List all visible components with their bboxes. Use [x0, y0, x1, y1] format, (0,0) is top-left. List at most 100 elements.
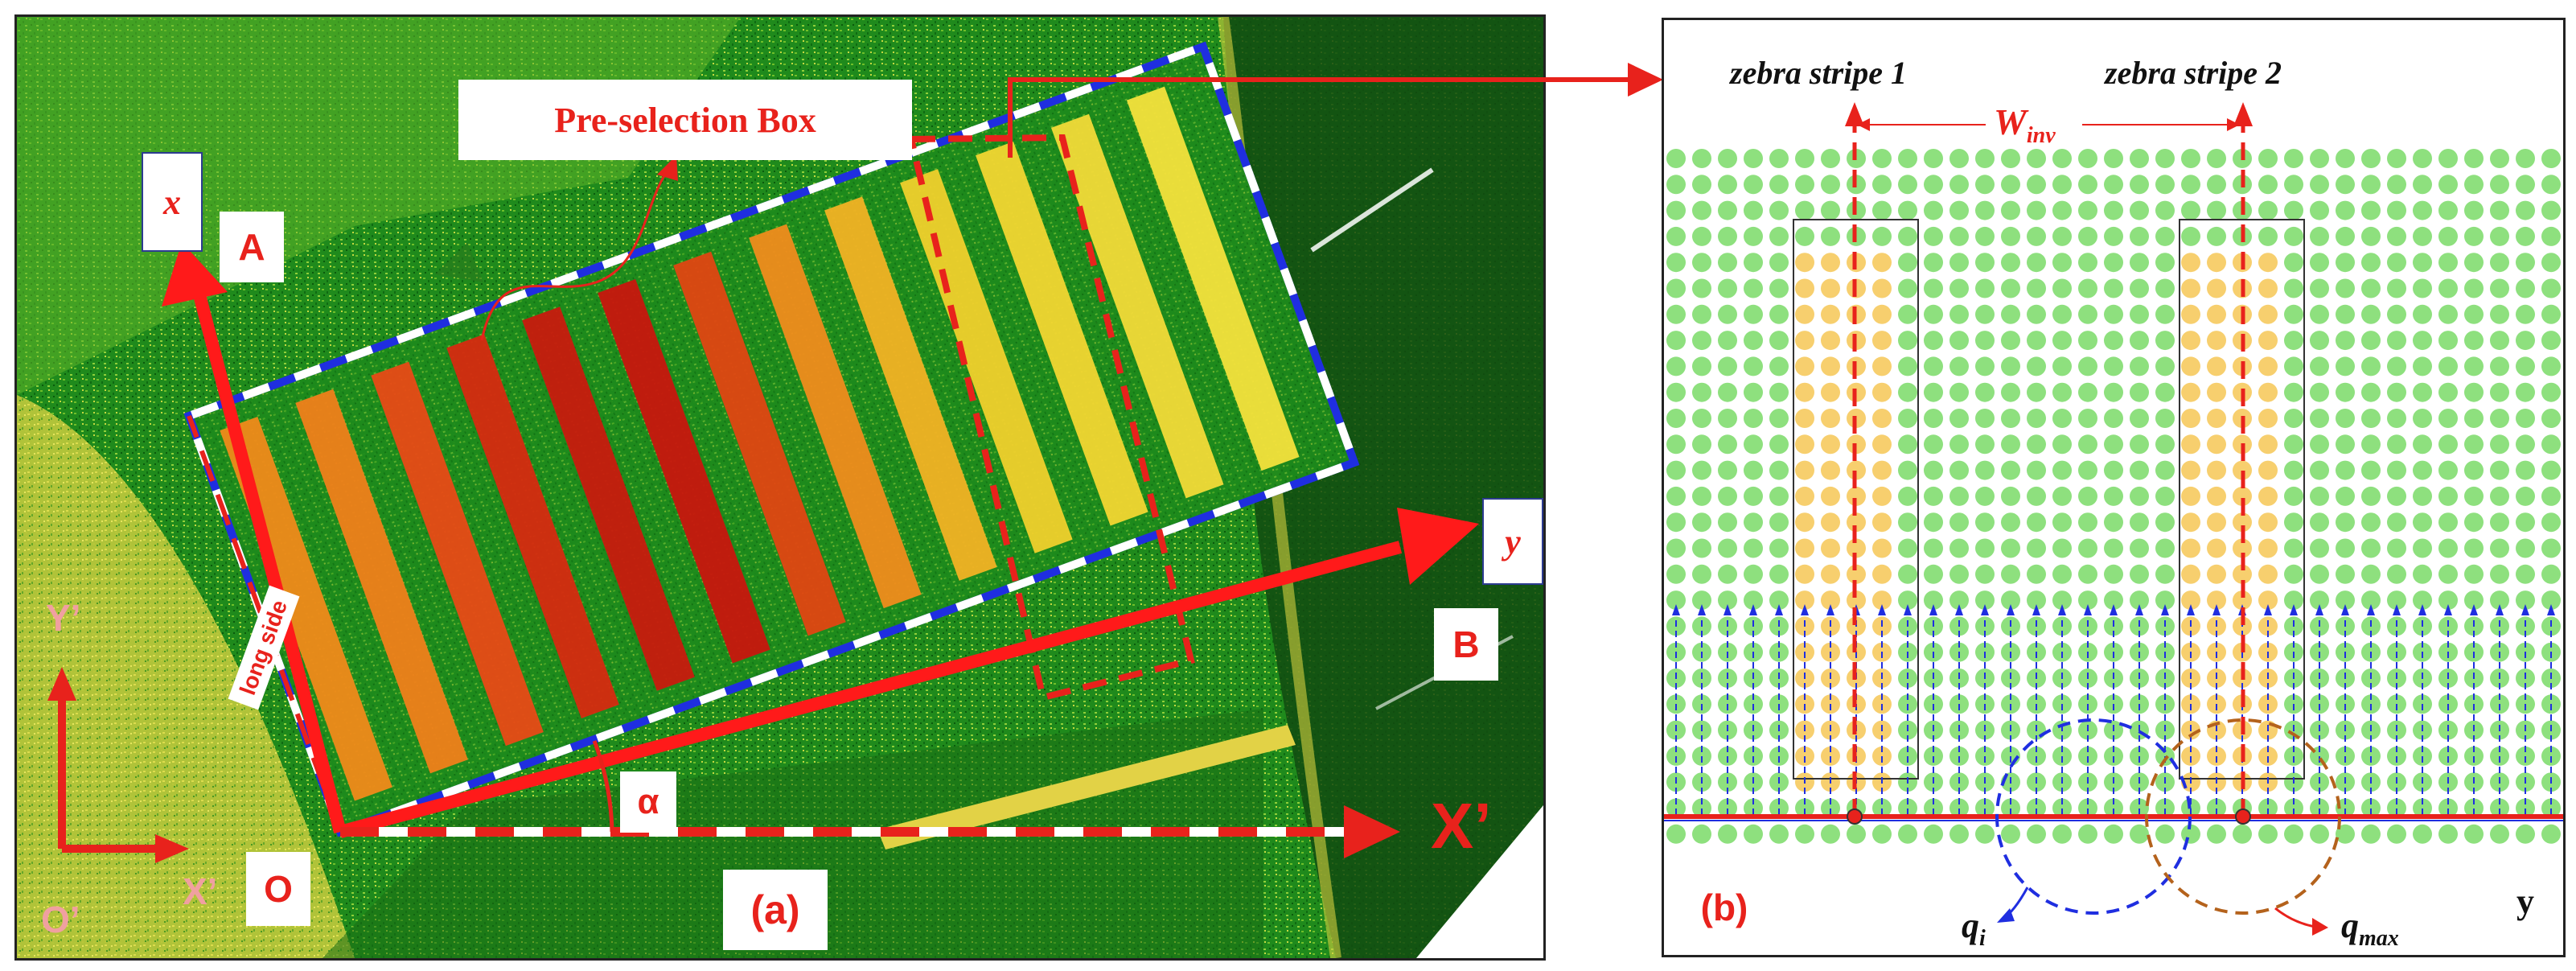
ground-point: [1692, 798, 1711, 818]
panel-a-tag: (a): [723, 870, 828, 950]
ground-point: [2413, 538, 2432, 558]
ground-point: [2284, 512, 2303, 533]
scan-arrowhead: [1981, 604, 1989, 615]
ground-point: [1898, 356, 1917, 376]
ground-point: [2130, 590, 2149, 611]
ground-point: [1975, 798, 1995, 818]
y-axis-label: y: [1482, 498, 1543, 585]
ground-point: [1718, 590, 1737, 611]
ground-point: [1924, 434, 1943, 455]
stripe-point: [2181, 331, 2200, 351]
panel-b: zebra stripe 1 zebra stripe 2 Winv (b) q…: [1662, 18, 2566, 957]
stripe-point: [1872, 564, 1892, 584]
ground-point: [2284, 304, 2303, 324]
ground-point: [1924, 382, 1943, 402]
ground-point: [2336, 304, 2355, 324]
ground-point: [2541, 590, 2561, 611]
scan-arrowhead: [1929, 604, 1937, 615]
ground-point: [2490, 538, 2509, 558]
ground-point: [2130, 149, 2149, 168]
ground-point: [2104, 382, 2123, 402]
ground-point: [2027, 356, 2046, 376]
ground-point: [1744, 824, 1763, 844]
zebra-stripe: [749, 224, 922, 609]
ground-point: [2490, 382, 2509, 402]
ground-point: [1975, 149, 1995, 168]
ground-point: [2464, 200, 2484, 220]
ground-point: [1666, 382, 1686, 402]
ground-point: [2310, 382, 2329, 402]
ground-point: [1718, 486, 1737, 506]
ground-point: [1898, 460, 1917, 480]
ground-point: [2181, 175, 2200, 195]
ground-point: [2438, 798, 2458, 818]
ground-point: [1666, 564, 1686, 584]
ground-point: [2516, 200, 2535, 220]
ground-point: [2387, 564, 2406, 584]
ground-point: [2361, 382, 2381, 402]
ground-point: [2413, 200, 2432, 220]
ground-point: [1795, 175, 1814, 195]
ground-point: [2336, 331, 2355, 351]
ground-point: [1769, 590, 1789, 611]
ground-point: [1975, 382, 1995, 402]
ground-point: [1924, 356, 1943, 376]
ground-point: [2155, 486, 2175, 506]
ground-point: [2490, 226, 2509, 246]
ground-point: [2438, 460, 2458, 480]
ground-point: [1924, 486, 1943, 506]
ground-point: [1769, 538, 1789, 558]
y-axis-label-b: y: [2516, 882, 2534, 921]
ground-point: [2464, 331, 2484, 351]
ground-point: [1949, 200, 1969, 220]
ground-point: [2078, 460, 2097, 480]
ground-point: [1744, 409, 1763, 428]
ground-point: [2336, 409, 2355, 428]
scan-arrowhead: [2264, 604, 2272, 615]
ground-point: [1975, 409, 1995, 428]
ground-point: [2001, 486, 2020, 506]
ground-point: [1769, 486, 1789, 506]
scan-arrowhead: [2470, 604, 2478, 615]
ground-point: [2078, 564, 2097, 584]
ground-point: [1769, 564, 1789, 584]
ground-point: [2387, 175, 2406, 195]
ground-point: [2541, 331, 2561, 351]
ground-point: [2361, 304, 2381, 324]
stripe-point: [2181, 538, 2200, 558]
ground-point: [2104, 331, 2123, 351]
ground-point: [2464, 746, 2484, 766]
ground-point: [2310, 278, 2329, 298]
ground-point: [1666, 460, 1686, 480]
ground-point: [2104, 460, 2123, 480]
ground-point: [2310, 356, 2329, 376]
ground-point: [2438, 226, 2458, 246]
ground-point: [2104, 409, 2123, 428]
ground-point: [2001, 356, 2020, 376]
ground-point: [2438, 434, 2458, 455]
stripe-point: [2207, 460, 2226, 480]
ground-point: [2490, 512, 2509, 533]
zebra-stripe: [900, 169, 1073, 553]
ground-point: [2052, 460, 2072, 480]
ground-point: [1898, 382, 1917, 402]
ground-point: [2336, 149, 2355, 168]
ground-point: [1975, 226, 1995, 246]
ground-point: [1692, 590, 1711, 611]
stripe-point: [1795, 331, 1814, 351]
stripe-point: [2207, 253, 2226, 273]
stripe-point: [2207, 746, 2226, 766]
stripe-point: [2181, 253, 2200, 273]
ground-point: [1769, 798, 1789, 818]
ground-point: [2516, 486, 2535, 506]
stripe-point: [2258, 409, 2278, 428]
ground-point: [2490, 824, 2509, 844]
ground-point: [2361, 824, 2381, 844]
ground-point: [1718, 798, 1737, 818]
ground-point: [1975, 200, 1995, 220]
ground-point: [2541, 434, 2561, 455]
ground-point: [2078, 798, 2097, 818]
stripe-point: [2233, 590, 2252, 611]
ground-point: [2027, 200, 2046, 220]
ground-point: [2027, 175, 2046, 195]
